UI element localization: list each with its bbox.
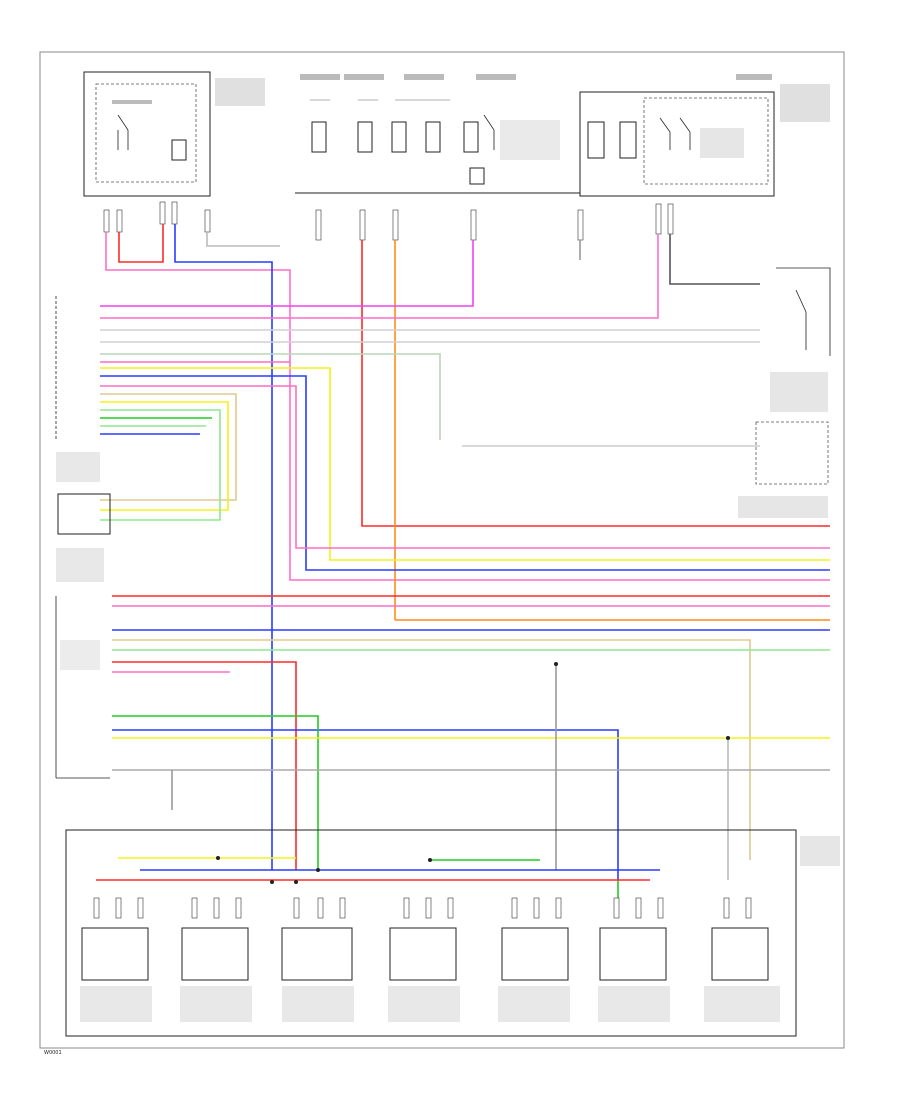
diagram-frame: [39, 51, 845, 1049]
relay-box-right: [579, 74, 830, 197]
fuse-box-top: [295, 74, 580, 194]
right-switch: [738, 267, 831, 518]
wiring: [96, 224, 830, 900]
sensor-array-box: [65, 829, 840, 1037]
left-module-lower: [55, 596, 110, 779]
top-connectors: [103, 201, 674, 241]
left-module-upper: [55, 296, 111, 582]
relay-box-left: [83, 71, 265, 197]
splice-nodes: [216, 662, 730, 884]
diagram-ref: W0001: [44, 1050, 62, 1056]
